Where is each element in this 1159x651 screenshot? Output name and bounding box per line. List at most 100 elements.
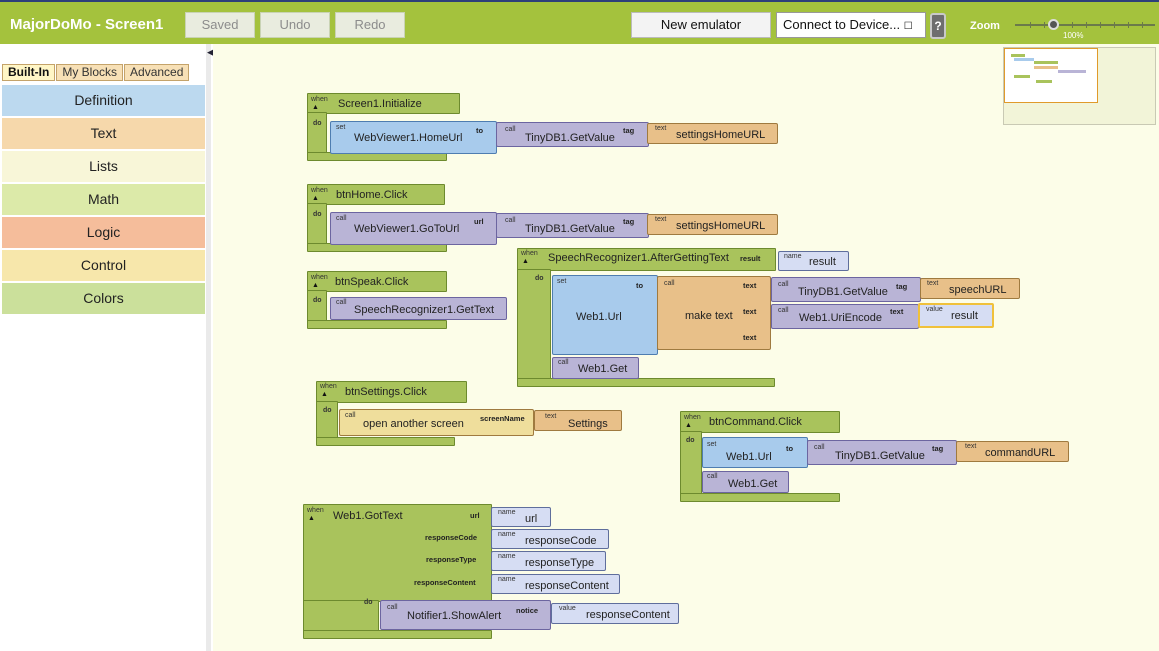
name-block[interactable]: [491, 507, 551, 527]
call-name: TinyDB1.GetValue: [525, 223, 615, 235]
call-name: TinyDB1.GetValue: [798, 286, 888, 298]
collapse-triangle-icon[interactable]: ▲: [312, 282, 319, 289]
name-block[interactable]: [491, 551, 606, 571]
zoom-tick: [1114, 22, 1115, 28]
call-label: call: [707, 473, 718, 480]
event-block-btnsettings-click[interactable]: [316, 381, 467, 403]
drawer-control[interactable]: Control: [2, 250, 205, 282]
collapse-triangle-icon[interactable]: ▲: [685, 422, 692, 429]
call-block-open-another-screen[interactable]: [339, 409, 534, 436]
new-emulator-button[interactable]: New emulator: [631, 12, 771, 38]
text-block[interactable]: [534, 410, 622, 431]
setter-block[interactable]: [552, 275, 658, 355]
text-block[interactable]: [647, 123, 778, 144]
setter-block[interactable]: [330, 121, 497, 154]
tab-my-blocks[interactable]: My Blocks: [56, 64, 124, 81]
drawer-definition[interactable]: Definition: [2, 85, 205, 117]
event-block-btncommand-click[interactable]: [680, 411, 840, 433]
value-block[interactable]: [551, 603, 679, 624]
tab-built-in[interactable]: Built-In: [2, 64, 56, 81]
name-label: name: [784, 253, 802, 260]
event-block-speechrecognizer-aftergettingtext[interactable]: [517, 248, 776, 271]
text-label: text: [965, 443, 977, 450]
zoom-label: Zoom: [970, 20, 1000, 32]
event-name: btnSpeak.Click: [335, 276, 409, 288]
name-block[interactable]: [778, 251, 849, 271]
app-title: MajorDoMo - Screen1: [10, 16, 164, 33]
setter-name: Web1.Url: [576, 311, 622, 323]
call-label: call: [814, 444, 825, 451]
call-name: Web1.Get: [728, 478, 778, 490]
pane-splitter[interactable]: [206, 44, 211, 651]
text-socket-label: text: [890, 307, 904, 316]
call-label: call: [778, 307, 789, 314]
make-text-name: make text: [685, 310, 733, 322]
drawer-text[interactable]: Text: [2, 118, 205, 150]
setter-name: WebViewer1.HomeUrl: [354, 132, 463, 144]
event-block-foot: [307, 320, 447, 329]
text-label: text: [655, 125, 667, 132]
call-label: call: [505, 217, 516, 224]
minimap-block: [1034, 66, 1058, 69]
do-label: do: [313, 297, 322, 304]
drawer-lists[interactable]: Lists: [2, 151, 205, 183]
call-name: Notifier1.ShowAlert: [407, 610, 502, 622]
zoom-slider-track[interactable]: [1015, 24, 1155, 26]
value-block[interactable]: [918, 303, 994, 328]
text-block[interactable]: [647, 214, 778, 235]
collapse-triangle-icon[interactable]: ▲: [321, 391, 328, 398]
call-block[interactable]: [496, 122, 649, 147]
name-label: name: [498, 553, 516, 560]
collapse-arrow-icon[interactable]: ◀: [207, 47, 214, 57]
redo-button[interactable]: Redo: [335, 12, 405, 38]
saved-button[interactable]: Saved: [185, 12, 255, 38]
call-block[interactable]: [807, 440, 957, 465]
collapse-triangle-icon[interactable]: ▲: [522, 258, 529, 265]
text-block[interactable]: [956, 441, 1069, 462]
minimap-viewport[interactable]: [1004, 48, 1098, 103]
top-bar: MajorDoMo - Screen1 Saved Undo Redo New …: [0, 0, 1159, 44]
set-label: set: [336, 124, 346, 131]
undo-button[interactable]: Undo: [260, 12, 330, 38]
call-block[interactable]: [552, 357, 639, 379]
event-block-btnspeak-click[interactable]: [307, 271, 447, 292]
call-block[interactable]: [702, 471, 789, 493]
make-text-block[interactable]: [657, 276, 771, 350]
value-name: responseContent: [586, 609, 670, 621]
name-block[interactable]: [491, 529, 609, 549]
call-block[interactable]: [330, 212, 497, 245]
responsecode-param-label: responseCode: [425, 533, 478, 542]
event-name: SpeechRecognizer1.AfterGettingText: [548, 252, 729, 264]
text-label: text: [545, 413, 557, 420]
set-label: set: [557, 278, 567, 285]
call-block[interactable]: [330, 297, 507, 320]
text-label: text: [655, 216, 667, 223]
tab-advanced[interactable]: Advanced: [124, 64, 190, 81]
zoom-slider-knob[interactable]: [1048, 19, 1059, 30]
drawer-math[interactable]: Math: [2, 184, 205, 216]
collapse-triangle-icon[interactable]: ▲: [312, 195, 319, 202]
setter-block[interactable]: [702, 437, 808, 468]
call-name: WebViewer1.GoToUrl: [354, 223, 460, 235]
event-block-web1-gottext[interactable]: [303, 504, 492, 602]
drawer-logic[interactable]: Logic: [2, 217, 205, 249]
call-block[interactable]: [380, 600, 551, 630]
call-block[interactable]: [771, 304, 919, 329]
event-block-btnhome-click[interactable]: [307, 184, 445, 205]
to-label: to: [636, 281, 644, 290]
param-name: responseType: [525, 557, 595, 569]
tag-label: tag: [623, 126, 635, 135]
name-block[interactable]: [491, 574, 620, 594]
tag-label: tag: [932, 444, 944, 453]
help-icon[interactable]: ?: [930, 13, 946, 39]
event-block-body: [517, 269, 551, 383]
text-block[interactable]: [920, 278, 1020, 299]
zoom-tick: [1142, 22, 1143, 28]
collapse-triangle-icon[interactable]: ▲: [308, 515, 315, 522]
collapse-triangle-icon[interactable]: ▲: [312, 104, 319, 111]
event-block-screen1-initialize[interactable]: [307, 93, 460, 114]
connect-to-device-select[interactable]: Connect to Device... ☐: [776, 12, 926, 38]
call-block[interactable]: [771, 277, 921, 302]
value-label: value: [559, 605, 576, 612]
drawer-colors[interactable]: Colors: [2, 283, 205, 315]
